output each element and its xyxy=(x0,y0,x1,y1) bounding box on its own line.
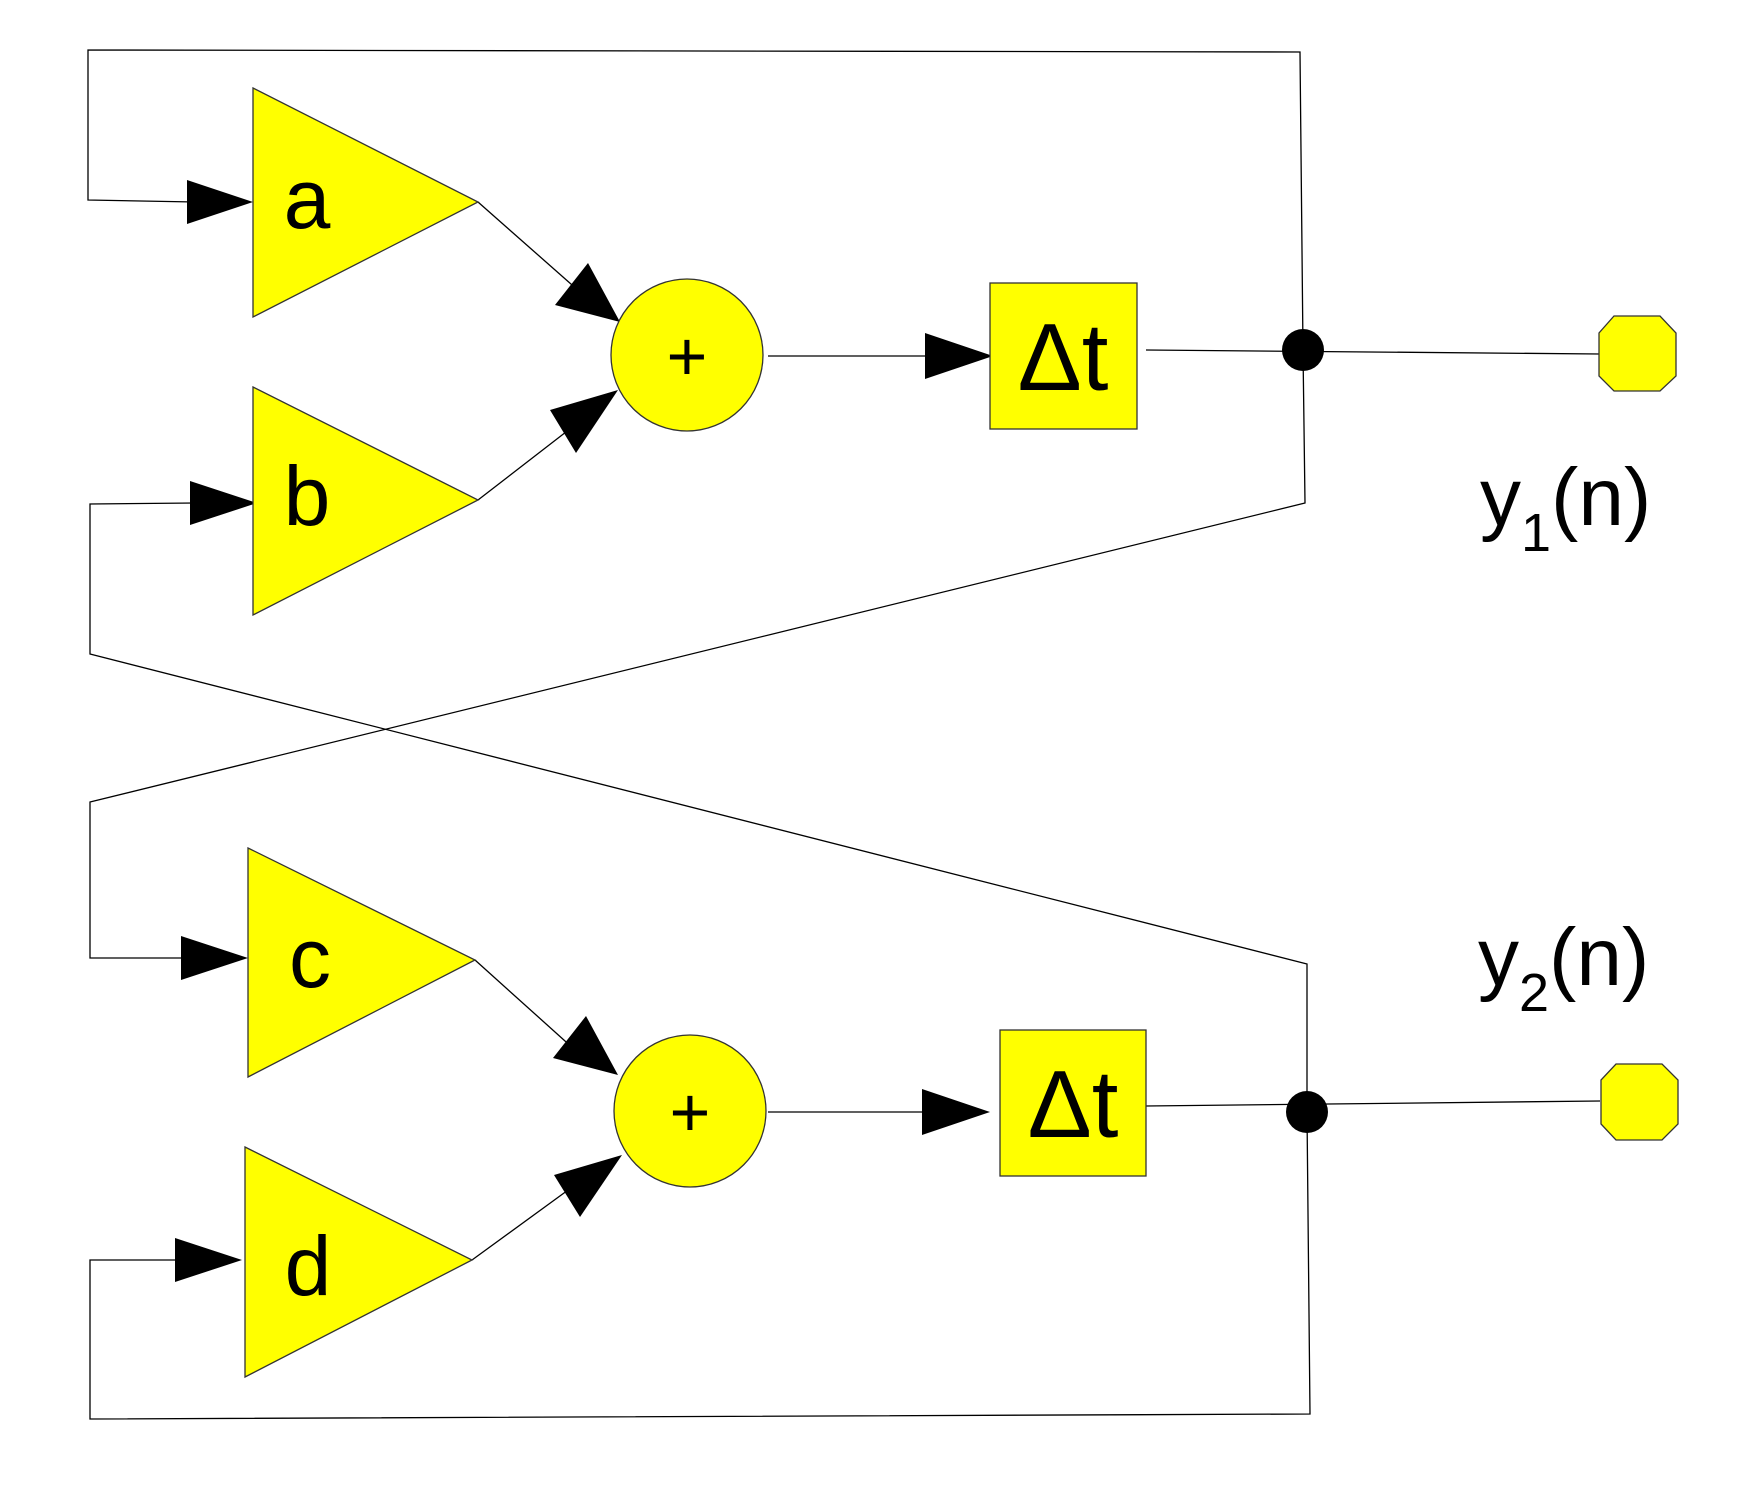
gain-label-d: d xyxy=(285,1219,332,1313)
output-label-y1: y1(n) xyxy=(1480,452,1651,563)
wire-d-to-adder-bottom xyxy=(471,1184,576,1261)
delay-label-top: Δt xyxy=(1018,304,1109,411)
arrowhead-c-into-adder-bottom xyxy=(553,1016,618,1075)
output-label-y2: y2(n) xyxy=(1478,912,1649,1023)
gain-label-a: a xyxy=(284,152,331,246)
output-label-y1-base: y xyxy=(1480,452,1521,543)
delay-label-bottom: Δt xyxy=(1028,1051,1119,1158)
adder-circle-bottom xyxy=(613,1034,767,1188)
adder-symbol-bottom: + xyxy=(670,1073,711,1151)
wire-y1-feedback-to-a xyxy=(87,49,1304,351)
arrowhead-into-b xyxy=(190,481,257,525)
junction-dot-y1 xyxy=(1282,329,1324,371)
arrowhead-into-a xyxy=(187,180,253,224)
output-label-y1-subscript: 1 xyxy=(1521,503,1551,563)
gain-label-c: c xyxy=(289,911,331,1005)
arrowhead-into-delay-bottom xyxy=(922,1089,990,1135)
output-terminal-y1 xyxy=(1598,315,1677,392)
output-label-y1-argument: (n) xyxy=(1551,452,1651,543)
output-label-y2-argument: (n) xyxy=(1549,912,1649,1003)
output-terminal-y2 xyxy=(1600,1063,1679,1141)
delay-block-top: Δt xyxy=(989,282,1138,430)
wire-b-to-adder-top xyxy=(477,424,576,501)
arrowhead-into-c xyxy=(181,936,248,980)
arrowhead-into-d xyxy=(175,1238,242,1282)
output-label-y2-base: y xyxy=(1478,912,1519,1003)
gain-triangle-c xyxy=(247,846,477,1079)
adder-bottom: + xyxy=(613,1034,767,1188)
gain-block-c: c xyxy=(247,846,477,1079)
arrowhead-a-into-adder-top xyxy=(555,263,620,322)
wire-a-to-adder-top xyxy=(477,201,581,293)
delay-box-top xyxy=(989,282,1138,430)
wire-y2-cross-to-b xyxy=(89,502,1308,1112)
wire-y2-feedback-to-d xyxy=(89,1111,1311,1420)
junction-dot-y2 xyxy=(1286,1091,1328,1133)
wire-delay-top-to-output-y1 xyxy=(1145,349,1601,355)
arrowhead-d-into-adder-bottom xyxy=(554,1155,622,1217)
gain-block-b: b xyxy=(252,385,480,617)
gain-label-b: b xyxy=(284,449,331,543)
delay-block-bottom: Δt xyxy=(999,1029,1147,1177)
output-label-y2-subscript: 2 xyxy=(1519,963,1549,1023)
delay-box-bottom xyxy=(999,1029,1147,1177)
gain-triangle-a xyxy=(252,86,480,319)
gain-block-d: d xyxy=(244,1145,474,1379)
arrowhead-b-into-adder-top xyxy=(550,390,618,453)
adder-circle-top xyxy=(610,278,764,432)
gain-triangle-b xyxy=(252,385,480,617)
adder-symbol-top: + xyxy=(667,317,708,395)
arrowheads xyxy=(175,180,993,1282)
adder-top: + xyxy=(610,278,764,432)
wires xyxy=(87,49,1601,1420)
wire-c-to-adder-bottom xyxy=(474,959,576,1051)
gain-block-a: a xyxy=(252,86,480,319)
wire-y1-cross-to-c xyxy=(89,349,1306,959)
wire-delay-bottom-to-output-y2 xyxy=(1145,1100,1601,1107)
arrowhead-into-delay-top xyxy=(925,333,993,379)
gain-triangle-d xyxy=(244,1145,474,1379)
